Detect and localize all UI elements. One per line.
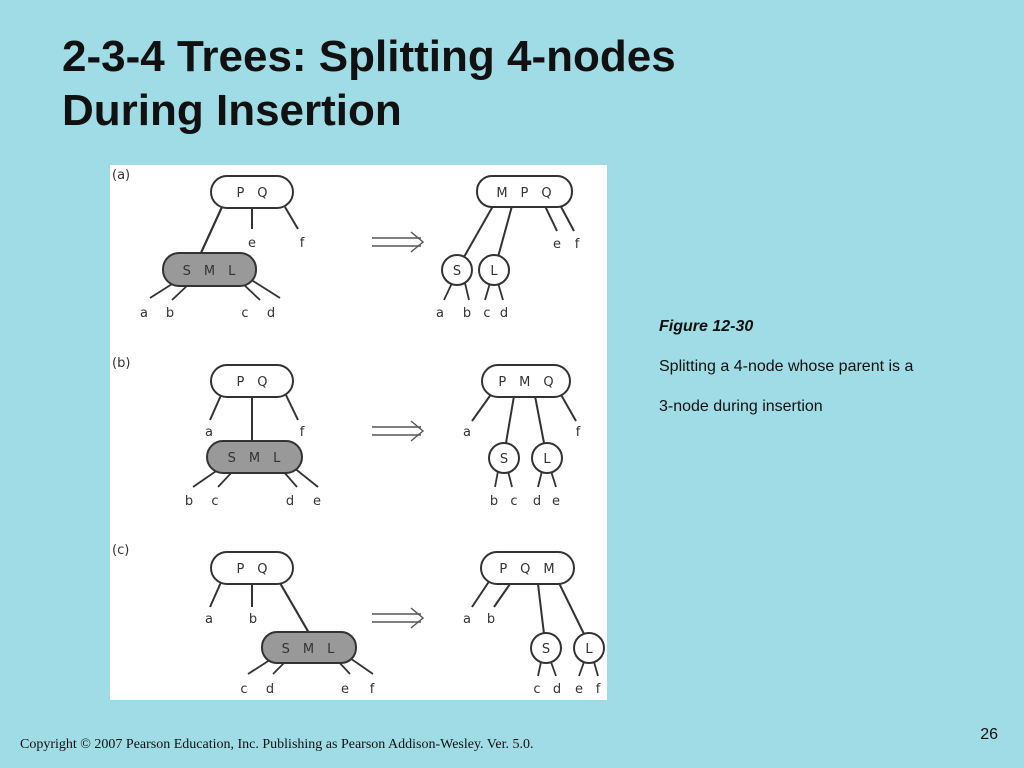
child-key: L [585,642,593,657]
subtree-label: a [205,612,213,627]
subtree-label: e [553,237,561,252]
child-key: S [500,452,508,467]
subtree-label: a [140,306,148,321]
subtree-label: d [500,306,508,321]
child-node [478,254,510,286]
subtree-label: b [185,494,193,509]
parent-keys: P Q [236,375,267,390]
subtree-label: c [533,682,540,697]
subtree-label: b [166,306,174,321]
subtree-label: c [510,494,517,509]
four-node [162,252,257,287]
parent-node [210,551,294,585]
subtree-label: b [490,494,498,509]
subtree-label: c [241,306,248,321]
subtree-label: f [370,682,375,697]
subtree-label: b [463,306,471,321]
four-node-keys: S M L [228,451,281,466]
child-node [488,442,520,474]
figure-description: Splitting a 4-node whose parent is a 3-n… [659,358,914,415]
subtree-label: b [487,612,495,627]
parent-keys: P M Q [498,375,553,390]
subtree-label: c [483,306,490,321]
subtree-label: f [300,425,305,440]
subtree-label: d [553,682,561,697]
subtree-label: a [463,425,471,440]
subtree-label: d [267,306,275,321]
four-node [261,631,357,664]
subtree-label: e [313,494,321,509]
child-node [441,254,473,286]
subtree-label: f [300,236,305,251]
subtree-label: f [575,237,580,252]
parent-node [480,551,575,585]
subtree-label: e [552,494,560,509]
subtree-label: e [248,236,256,251]
subtree-label: e [341,682,349,697]
parent-node [476,175,573,208]
subtree-label: d [533,494,541,509]
subtree-label: f [596,682,601,697]
transform-arrow [372,420,425,442]
figure-caption: Figure 12-30 Splitting a 4-node whose pa… [659,315,919,427]
child-key: L [543,452,551,467]
panel-label: (a) [112,168,130,183]
title-line-1: 2-3-4 Trees: Splitting 4-nodes [62,32,676,81]
child-key: L [490,264,498,279]
slide-title: 2-3-4 Trees: Splitting 4-nodes During In… [62,30,962,138]
copyright-footer: Copyright © 2007 Pearson Education, Inc.… [20,737,534,752]
child-node [530,632,562,664]
subtree-label: d [266,682,274,697]
subtree-label: d [286,494,294,509]
parent-node [210,364,294,398]
parent-keys: P Q [236,562,267,577]
figure-label: Figure 12-30 [659,318,754,335]
transform-arrow [372,231,425,253]
four-node-keys: S M L [282,642,335,657]
figure-12-30: (a) P Q e f S M L a b c d [110,165,607,700]
panel-b: (b) P Q a f S M L b c d e [112,356,581,509]
subtree-label: e [575,682,583,697]
child-key: S [453,264,461,279]
parent-node [481,364,571,398]
title-line-2: During Insertion [62,86,402,135]
subtree-label: a [205,425,213,440]
transform-arrow [372,607,425,629]
child-node [573,632,605,664]
subtree-label: b [249,612,257,627]
four-node [206,440,303,474]
four-node-keys: S M L [183,264,236,279]
child-node [531,442,563,474]
parent-keys: P Q M [499,562,554,577]
panel-a: (a) P Q e f S M L a b c d [112,168,580,321]
panel-label: (c) [112,543,129,558]
page-number: 26 [980,726,998,743]
subtree-label: c [240,682,247,697]
child-key: S [542,642,550,657]
subtree-label: a [436,306,444,321]
parent-keys: M P Q [496,186,551,201]
subtree-label: f [576,425,581,440]
parent-node [210,175,294,209]
parent-keys: P Q [236,186,267,201]
subtree-label: c [211,494,218,509]
panel-c: (c) P Q a b S M L c d e f [112,543,605,697]
subtree-label: a [463,612,471,627]
panel-label: (b) [112,356,130,371]
tree-diagram: (a) P Q e f S M L a b c d [112,168,605,697]
